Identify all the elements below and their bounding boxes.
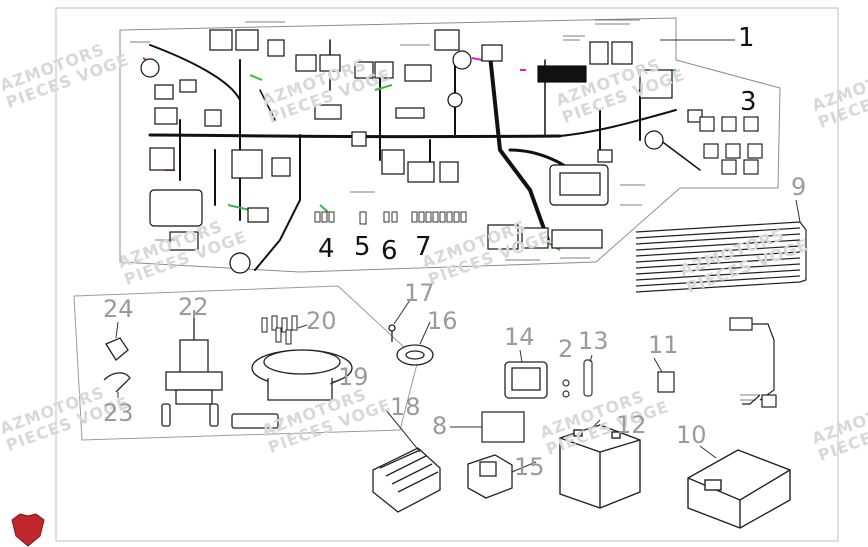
ignition-switch <box>161 318 223 427</box>
grommet-and-clip <box>103 337 131 393</box>
relay-block <box>504 361 548 399</box>
callout-19: 19 <box>338 363 369 391</box>
callout-12: 12 <box>616 411 647 439</box>
callout-23: 23 <box>103 399 134 427</box>
screw-set <box>261 315 298 345</box>
tank-lock <box>231 349 353 429</box>
callout-13: 13 <box>578 327 609 355</box>
outer-frame <box>55 7 839 542</box>
callout-6: 6 <box>381 236 398 266</box>
switch-group-outline <box>73 285 419 441</box>
tube-bundle <box>635 221 807 293</box>
callout-11: 11 <box>648 331 679 359</box>
label-sticker <box>481 411 525 443</box>
battery <box>559 424 641 509</box>
harness-label-marks <box>130 19 760 401</box>
callout-7: 7 <box>415 232 432 262</box>
fuse-set <box>314 211 467 225</box>
ecu <box>687 449 791 529</box>
callout-24: 24 <box>103 295 134 323</box>
callout-15: 15 <box>514 453 545 481</box>
callout-22: 22 <box>178 293 209 321</box>
callout-16: 16 <box>427 307 458 335</box>
callout-5: 5 <box>354 232 371 262</box>
callout-14: 14 <box>504 323 535 351</box>
callout-1: 1 <box>738 23 755 53</box>
harness-connectors <box>140 29 703 274</box>
wire-color-accents <box>142 57 677 251</box>
callout-10: 10 <box>676 421 707 449</box>
small-hardware <box>562 359 593 398</box>
harness-group-outline <box>119 17 781 273</box>
sensor-cable <box>657 317 777 408</box>
callout-18: 18 <box>390 393 421 421</box>
relay-set <box>699 116 763 175</box>
callout-20: 20 <box>306 307 337 335</box>
voltage-regulator <box>372 447 441 513</box>
callout-8: 8 <box>432 412 448 440</box>
callout-2: 2 <box>558 335 574 363</box>
callout-4: 4 <box>318 234 335 264</box>
callout-leaders <box>115 39 801 473</box>
callout-17: 17 <box>404 279 435 307</box>
horn <box>388 324 434 366</box>
callout-3: 3 <box>740 87 757 117</box>
starter-relay <box>467 454 513 499</box>
azmotors-logo-icon <box>11 513 45 547</box>
callout-9: 9 <box>791 173 807 201</box>
